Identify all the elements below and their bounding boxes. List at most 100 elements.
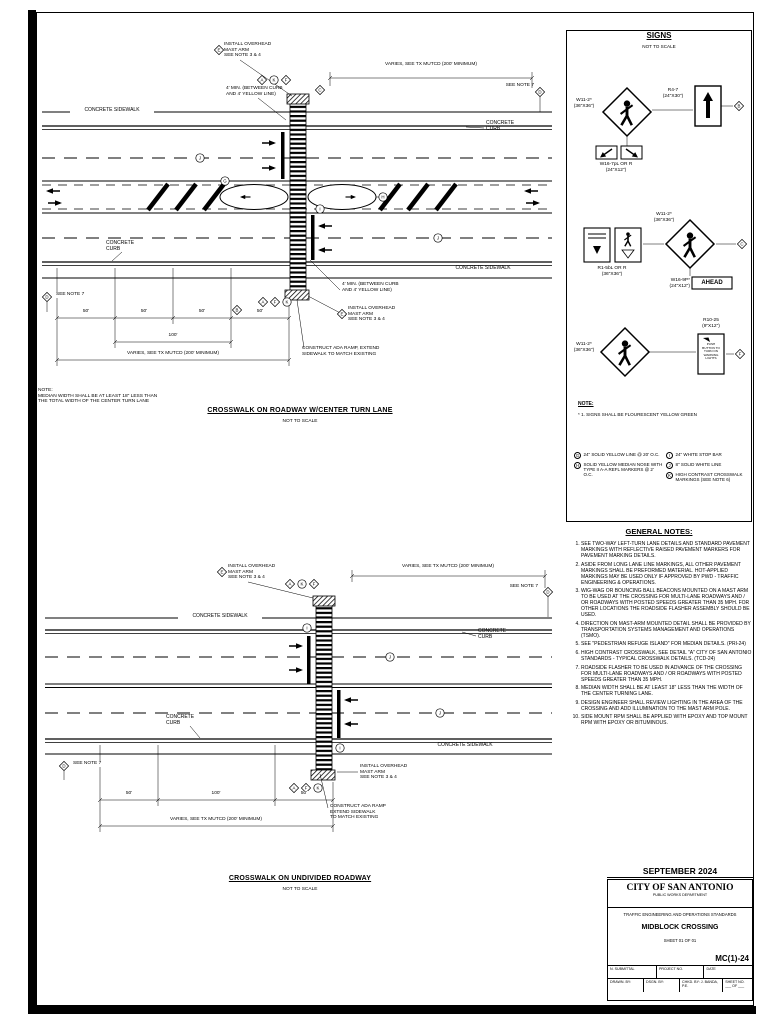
- standards-line: TRAFFIC ENGINEERING AND OPERATIONS STAND…: [623, 912, 737, 917]
- svg-text:F: F: [739, 352, 742, 357]
- marking-legend-right: I 24" WHITE STOP BAR J 8" SOLID WHITE LI…: [666, 452, 752, 485]
- concrete-sidewalk-label: CONCRETE SIDEWALK: [178, 613, 262, 620]
- see-note-7-label: SEE NOTE 7: [509, 584, 538, 589]
- r1-5bl-sign: [583, 227, 611, 263]
- general-note: SIDE MOUNT RPM SHALL BE APPLIED WITH EPO…: [581, 714, 752, 726]
- svg-text:K: K: [273, 78, 276, 83]
- svg-text:D: D: [546, 590, 549, 595]
- general-notes: SEE TWO-WAY LEFT-TURN LANE DETAILS AND S…: [570, 541, 752, 729]
- r4-7-label: R4-7(24"X30"): [662, 88, 684, 99]
- r10-25-label: R10-25(9"X12"): [702, 318, 720, 329]
- general-note: HIGH CONTRAST CROSSWALK, SEE DETAIL "A" …: [581, 650, 752, 662]
- svg-text:I: I: [306, 626, 307, 631]
- signs-not-to-scale: NOT TO SCALE: [642, 44, 676, 49]
- general-note: DESIGN ENGINEER SHALL REVIEW LIGHTING IN…: [581, 700, 752, 712]
- svg-text:G: G: [223, 179, 227, 184]
- concrete-sidewalk-label: CONCRETE SIDEWALK: [420, 742, 510, 749]
- signs-graphics: B C F: [583, 85, 748, 377]
- legend-item: G 24" SOLID YELLOW LINE @ 20' O.C.: [574, 452, 664, 459]
- field-submittal: N. SUBMITTAL: [608, 966, 657, 978]
- legend-text: SOLID YELLOW MEDIAN NOSE WITH TYPE II A-…: [583, 462, 663, 478]
- general-note: SEE TWO-WAY LEFT-TURN LANE DETAILS AND S…: [581, 541, 752, 559]
- svg-text:J: J: [389, 655, 391, 660]
- w11-2-label: W11-2* (36"X36"): [573, 342, 595, 353]
- svg-text:C: C: [740, 242, 743, 247]
- svg-text:K: K: [286, 300, 289, 305]
- w11-2-label: W11-2* (36"X36"): [573, 98, 595, 109]
- legend-item: I 24" WHITE STOP BAR: [666, 452, 752, 459]
- svg-text:I: I: [319, 207, 320, 212]
- general-note: ROADSIDE FLASHER TO BE USED IN ADVANCE O…: [581, 665, 752, 683]
- field-drawn-by: DRAWN. BY:: [608, 979, 644, 992]
- sheet-code: MC(1)-24: [715, 954, 749, 963]
- general-note: WIG-WAG OR BOUNCING BALL BEACONS MOUNTED…: [581, 588, 752, 618]
- legend-item: K HIGH CONTRAST CROSSWALK MARKINGS (SEE …: [666, 472, 752, 482]
- see-note-7-label: SEE NOTE 7: [55, 292, 95, 298]
- title-block-row: N. SUBMITTAL PROJECT NO. DATE: [608, 966, 752, 979]
- sheet-title: MIDBLOCK CROSSING: [641, 924, 719, 931]
- diagram2-roadway: E A F D D A F K K J J I I: [45, 566, 554, 832]
- svg-text:F: F: [285, 78, 288, 83]
- svg-text:B: B: [738, 104, 741, 109]
- svg-text:E: E: [218, 48, 221, 53]
- svg-text:I: I: [339, 746, 340, 751]
- r1-5b-label: R1-5bL OR R(36"X36"): [597, 266, 627, 277]
- dim-50ft: 50': [194, 309, 210, 315]
- title-block: CITY OF SAN ANTONIO PUBLIC WORKS DEPARTM…: [607, 879, 753, 1001]
- concrete-curb-label: CONCRETE CURB: [166, 714, 195, 726]
- svg-text:A: A: [293, 786, 296, 791]
- varies-dimension-label: VARIES, SEE TX MUTCD (200' MINIMUM): [73, 351, 273, 357]
- legend-key-circle: J: [666, 462, 673, 469]
- concrete-curb-label: CONCRETE CURB: [106, 240, 135, 252]
- w16-7p-label: W16-7pL OR R(24"X12"): [599, 162, 633, 173]
- legend-key-circle: G: [574, 452, 581, 459]
- signs-note-title: NOTE:: [578, 401, 594, 407]
- diagram1-not-to-scale: NOT TO SCALE: [282, 419, 318, 424]
- field-project-no: PROJECT NO.: [657, 966, 705, 978]
- department-name: PUBLIC WORKS DEPARTMENT: [652, 893, 708, 897]
- sheet-border-left: [28, 10, 36, 1014]
- general-note: ASIDE FROM LONG LANE LINE MARKINGS, ALL …: [581, 562, 752, 586]
- sheet-date: SEPTEMBER 2024: [607, 866, 753, 878]
- legend-text: 8" SOLID WHITE LINE: [675, 462, 722, 467]
- yield-triangle-icon: [593, 246, 601, 254]
- svg-text:A: A: [289, 582, 292, 587]
- svg-text:D: D: [62, 764, 65, 769]
- mast-arm-pad: [310, 769, 336, 781]
- legend-key-circle: K: [666, 472, 673, 479]
- svg-text:A: A: [261, 78, 264, 83]
- w16-9p-sign: [691, 276, 733, 290]
- svg-text:A: A: [262, 300, 265, 305]
- yield-triangle-icon: [621, 249, 635, 259]
- general-notes-title: GENERAL NOTES:: [625, 527, 693, 536]
- diagonal-arrow-icon: [631, 152, 638, 158]
- title-block-row: DRAWN. BY: DSGN. BY: CHKD. BY: J. BANDA,…: [608, 979, 752, 992]
- svg-text:D: D: [45, 295, 48, 300]
- varies-dimension-label: VARIES, SEE TX MUTCD (200' MINIMUM): [350, 564, 546, 570]
- dim-50ft: 50': [121, 791, 137, 797]
- agency-name: CITY OF SAN ANTONIO: [626, 883, 734, 893]
- legend-key-circle: I: [666, 452, 673, 459]
- title-block-agency-cell: CITY OF SAN ANTONIO PUBLIC WORKS DEPARTM…: [608, 880, 752, 908]
- crosswalk-band-2: [315, 604, 333, 772]
- diagonal-arrow-icon: [600, 152, 607, 158]
- svg-text:D: D: [538, 90, 541, 95]
- crosswalk-band-1: [289, 102, 307, 292]
- svg-text:E: E: [341, 312, 344, 317]
- legend-text: 24" WHITE STOP BAR: [675, 452, 722, 457]
- w11-2-label: W11-2* (36"X36"): [653, 212, 675, 223]
- svg-text:J: J: [439, 711, 441, 716]
- general-note: DIRECTION ON MAST-ARM MOUNTED DETAIL SHA…: [581, 621, 752, 639]
- field-dsgn-by: DSGN. BY:: [644, 979, 680, 992]
- sheet-inner-border: [36, 12, 754, 1006]
- mast-arm-pad: [312, 595, 336, 607]
- sheet-of: SHEET 01 OF 01: [663, 938, 697, 943]
- svg-text:F: F: [305, 786, 308, 791]
